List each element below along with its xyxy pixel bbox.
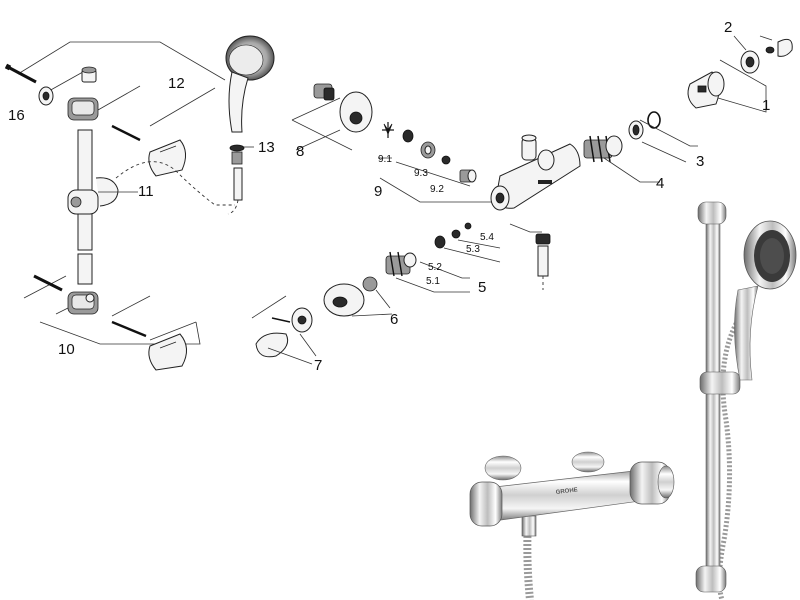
ring-16 [38,86,54,106]
label-5-3: 5.3 [466,244,480,255]
label-13: 13 [258,139,275,156]
photo-shower-rail [695,201,797,600]
cap-upper [81,66,97,83]
label-16: 16 [8,107,25,124]
label-4: 4 [656,175,664,192]
rings-3 [628,111,661,140]
nut-6 [362,276,378,292]
thermostat-exploded [251,35,793,365]
cap-6 [323,283,365,317]
nut-9-2 [459,169,477,183]
label-5: 5 [478,279,486,296]
cap-2 [740,38,793,74]
rail-assembly [4,41,235,371]
screw-upper [4,63,37,84]
label-9-1: 9.1 [378,154,392,165]
lower-holder [67,291,99,315]
label-11: 11 [138,183,154,200]
photo-thermostat: GROHE [469,451,675,600]
label-7: 7 [314,357,322,374]
label-1: 1 [762,97,770,114]
nut-9-3 [420,141,436,159]
connector-8 [313,83,335,101]
handle-1 [687,71,725,109]
label-9: 9 [374,183,382,200]
hand-shower-13 [225,35,275,215]
upper-cover [148,139,186,177]
label-5-2: 5.2 [428,262,442,273]
cartridge-4 [583,135,623,163]
label-6: 6 [390,311,398,328]
outlet-fitting [535,233,551,290]
label-9-2: 9.2 [430,184,444,195]
cap-8 [339,91,373,133]
valve-5 [385,251,417,277]
thermostat-body [490,134,581,211]
upper-holder [67,97,99,121]
label-8: 8 [296,143,304,160]
callout-labels: 1 2 3 4 5 5.1 5.2 5.3 5.4 6 7 8 9 9.1 9.… [8,19,770,374]
label-2: 2 [724,19,732,36]
label-10: 10 [58,341,75,358]
lower-cover [148,333,187,371]
label-12: 12 [168,75,185,92]
slider-11 [67,177,119,215]
label-5-4: 5.4 [480,232,494,243]
brand-logo: GROHE [556,487,579,496]
star-washer-9-1 [382,122,394,138]
handle-7 [255,307,313,358]
label-5-1: 5.1 [426,276,440,287]
label-3: 3 [696,153,704,170]
label-9-3: 9.3 [414,168,428,179]
